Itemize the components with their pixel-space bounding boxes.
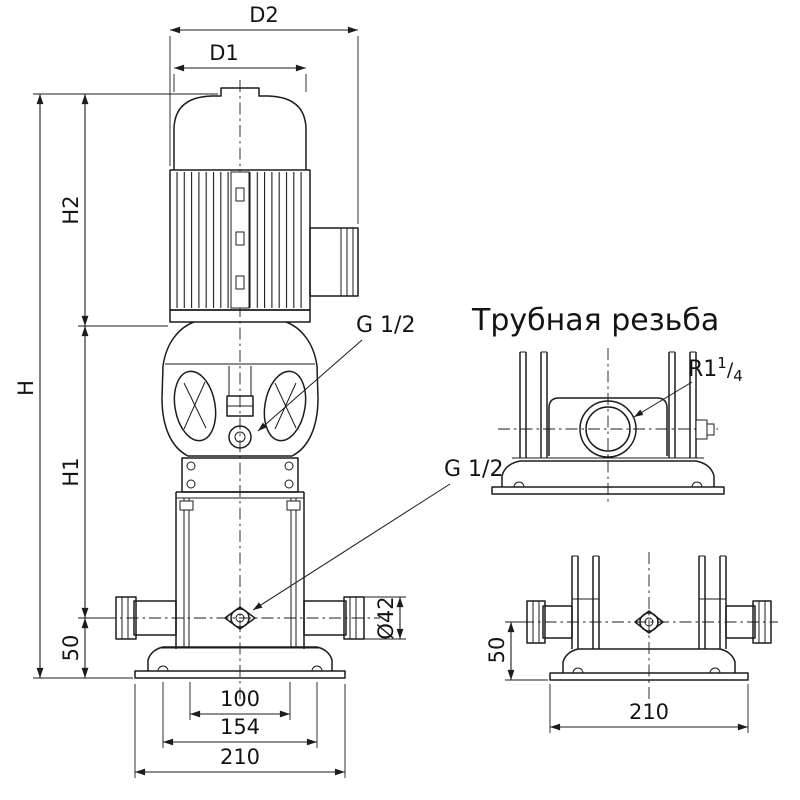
dim-h1: H1 <box>59 326 112 619</box>
tie-rod-nut-right <box>286 500 301 511</box>
side-top-posts <box>519 351 697 458</box>
dim-label-h1: H1 <box>59 457 83 486</box>
dim-label-h2: H2 <box>59 195 83 224</box>
motor <box>169 87 311 323</box>
pump-head <box>161 321 319 493</box>
side-top-body <box>548 397 668 456</box>
dimensions-side: 50 210 <box>485 621 749 733</box>
dim-label-154: 154 <box>220 715 260 739</box>
pump-column <box>175 491 305 649</box>
dim-label-d1: D1 <box>209 41 239 65</box>
port-right-flange <box>343 596 365 640</box>
dim-50: 50 <box>59 618 89 678</box>
front-view <box>104 80 380 702</box>
threaded-port-outer <box>579 400 637 458</box>
dim-h2: H2 <box>59 94 168 327</box>
dim-label-100: 100 <box>220 687 260 711</box>
side-bottom-base <box>549 648 749 681</box>
terminal-box <box>309 227 359 297</box>
side-view-bottom <box>522 552 778 700</box>
side-dim-210: 210 <box>549 684 749 733</box>
dim-label-h: H <box>14 380 38 396</box>
thread-label-top: G 1/2 <box>356 313 415 338</box>
side-bottom-baseplate <box>549 672 749 681</box>
dim-label-210: 210 <box>220 745 260 769</box>
port-right-tube <box>303 600 347 636</box>
motor-bottom-band <box>169 309 311 323</box>
leader-thread-bottom <box>252 483 451 611</box>
thread-label-bottom: G 1/2 <box>444 457 503 482</box>
dim-100: 100 <box>189 682 291 720</box>
thread-radius-callout: R11/4 <box>633 354 743 418</box>
dimensions-front: D2 D1 H H2 H1 50 <box>14 3 406 778</box>
thread-callouts: G 1/2 G 1/2 <box>252 313 503 611</box>
dim-label-50: 50 <box>59 635 83 662</box>
side-top-feet <box>501 460 715 487</box>
threaded-port-inner <box>585 406 631 452</box>
base <box>134 646 346 679</box>
dim-d2: D2 <box>169 3 359 224</box>
thread-radius-label: R11/4 <box>688 354 743 385</box>
side-bottom-plug <box>634 610 664 634</box>
side-bolt-nut <box>706 423 715 436</box>
dim-label-dia42: Ø42 <box>374 596 398 639</box>
dim-h: H <box>14 93 218 679</box>
side-bottom-ports <box>526 600 772 644</box>
dim-label-d2: D2 <box>249 3 279 27</box>
port-left-flange <box>115 596 137 640</box>
drain-plug <box>224 606 256 630</box>
dim-154: 154 <box>162 682 318 748</box>
leader-thread-radius <box>633 381 693 418</box>
dim-port-diameter: Ø42 <box>364 596 406 640</box>
section-title: Трубная резьба <box>471 303 719 338</box>
dim-d1: D1 <box>173 41 307 92</box>
port-left-tube <box>133 600 177 636</box>
dim-210: 210 <box>134 684 346 778</box>
leader-thread-top <box>257 339 363 432</box>
side-dim-label-210: 210 <box>629 700 669 724</box>
head-window-left <box>173 370 217 442</box>
side-top-baseplate <box>491 486 725 495</box>
tie-rod-nut-left <box>179 500 194 511</box>
side-dim-label-50: 50 <box>485 637 509 664</box>
suction-ports <box>115 596 365 640</box>
motor-cap <box>173 87 307 170</box>
head-vent-port <box>228 425 252 449</box>
centerlines <box>104 80 380 702</box>
side-view-top: R11/4 <box>491 348 743 503</box>
base-plate <box>134 670 346 679</box>
head-window-right <box>263 370 307 442</box>
side-bolt <box>695 419 708 440</box>
side-dim-50: 50 <box>485 621 548 681</box>
